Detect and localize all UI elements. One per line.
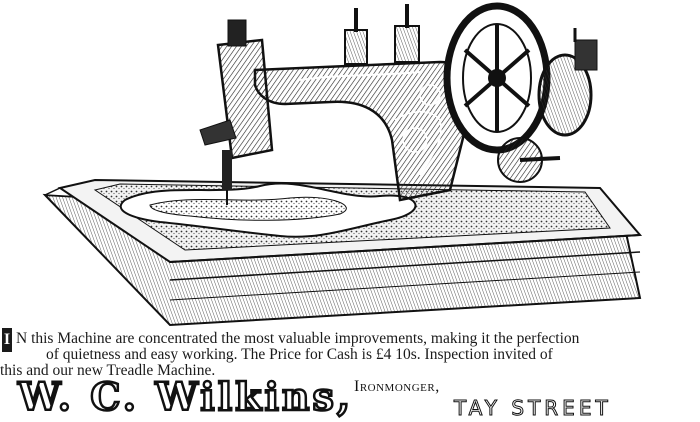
spool-pins [344,4,420,65]
ad-text-line-3: this and our new Treadle Machine. [0,362,216,379]
machine-arm [253,60,475,202]
flywheel [443,2,598,183]
ad-text-line-1-body: N this Machine are concentrated the most… [16,330,580,347]
dealer-street: TAY STREET [454,396,612,421]
dealer-trade: Ironmonger, [354,378,440,395]
sewing-machine-illustration [42,2,643,327]
machine-base [42,178,643,327]
machine-head [199,19,274,205]
ad-text-line-2: of quietness and easy working. The Price… [46,346,553,363]
drop-cap: I [2,328,12,352]
dealer-name: W. C. Wilkins, [17,373,354,421]
